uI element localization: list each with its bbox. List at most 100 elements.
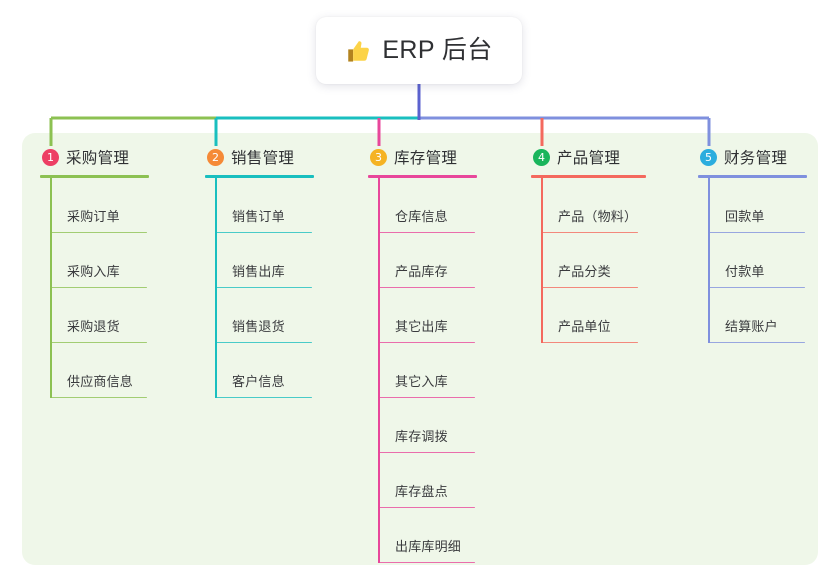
list-item[interactable]: 付款单 xyxy=(698,233,807,288)
list-item-underline xyxy=(378,561,475,563)
list-item[interactable]: 供应商信息 xyxy=(40,343,149,398)
column-1: 1 采购管理采购订单采购入库采购退货供应商信息 xyxy=(40,145,149,398)
column-title: 产品管理 xyxy=(557,150,621,167)
list-item-label: 销售退货 xyxy=(232,319,285,334)
list-item[interactable]: 其它入库 xyxy=(368,343,477,398)
list-item-underline xyxy=(215,341,312,343)
list-item[interactable]: 采购退货 xyxy=(40,288,149,343)
list-item-label: 销售订单 xyxy=(232,209,285,224)
list-item-label: 供应商信息 xyxy=(67,374,134,389)
column-spine-line xyxy=(541,178,543,343)
list-item-underline xyxy=(215,396,312,398)
column-items: 采购订单采购入库采购退货供应商信息 xyxy=(40,178,149,398)
column-title: 销售管理 xyxy=(231,150,295,167)
list-item-underline xyxy=(50,286,147,288)
column-spine-line xyxy=(215,178,217,398)
column-number-badge: 2 xyxy=(207,148,224,166)
column-spine-line xyxy=(378,178,380,563)
list-item[interactable]: 回款单 xyxy=(698,178,807,233)
column-spine-line xyxy=(50,178,52,398)
root-node-title: ERP 后台 xyxy=(382,36,493,64)
list-item[interactable]: 采购订单 xyxy=(40,178,149,233)
list-item[interactable]: 产品库存 xyxy=(368,233,477,288)
column-items: 回款单付款单结算账户 xyxy=(698,178,807,343)
column-3: 3 库存管理仓库信息产品库存其它出库其它入库库存调拨库存盘点出库库明细 xyxy=(368,145,477,563)
column-title: 财务管理 xyxy=(724,150,788,167)
list-item-underline xyxy=(378,231,475,233)
list-item[interactable]: 销售出库 xyxy=(205,233,314,288)
list-item-underline xyxy=(541,341,638,343)
list-item-underline xyxy=(541,286,638,288)
list-item[interactable]: 产品（物料） xyxy=(531,178,646,233)
column-number-badge: 4 xyxy=(533,148,550,166)
list-item-label: 销售出库 xyxy=(232,264,285,279)
column-number-badge: 3 xyxy=(370,148,387,166)
list-item-underline xyxy=(378,451,475,453)
column-title: 采购管理 xyxy=(66,150,130,167)
list-item[interactable]: 其它出库 xyxy=(368,288,477,343)
list-item-underline xyxy=(215,231,312,233)
list-item-underline xyxy=(708,286,805,288)
list-item[interactable]: 出库库明细 xyxy=(368,508,477,563)
column-2: 2 销售管理销售订单销售出库销售退货客户信息 xyxy=(205,145,314,398)
list-item-label: 库存调拨 xyxy=(395,429,448,444)
column-header-1[interactable]: 1 采购管理 xyxy=(40,145,149,169)
list-item-underline xyxy=(50,231,147,233)
list-item-underline xyxy=(215,286,312,288)
column-spine-line xyxy=(708,178,710,343)
list-item[interactable]: 产品分类 xyxy=(531,233,646,288)
list-item-label: 产品库存 xyxy=(395,264,448,279)
list-item-label: 采购入库 xyxy=(67,264,120,279)
list-item-label: 采购退货 xyxy=(67,319,120,334)
column-header-underline xyxy=(698,175,807,178)
column-items: 销售订单销售出库销售退货客户信息 xyxy=(205,178,314,398)
list-item[interactable]: 结算账户 xyxy=(698,288,807,343)
column-number-badge: 1 xyxy=(42,148,59,166)
list-item[interactable]: 仓库信息 xyxy=(368,178,477,233)
root-node-content: ERP 后台 xyxy=(345,38,492,64)
diagram-background-panel xyxy=(22,133,818,565)
column-5: 5 财务管理回款单付款单结算账户 xyxy=(698,145,807,343)
list-item-underline xyxy=(708,341,805,343)
list-item[interactable]: 采购入库 xyxy=(40,233,149,288)
list-item-underline xyxy=(378,506,475,508)
column-number-badge: 5 xyxy=(700,148,717,166)
list-item[interactable]: 库存盘点 xyxy=(368,453,477,508)
list-item-label: 其它入库 xyxy=(395,374,448,389)
list-item-label: 采购订单 xyxy=(67,209,120,224)
column-header-5[interactable]: 5 财务管理 xyxy=(698,145,807,169)
list-item-underline xyxy=(378,396,475,398)
list-item[interactable]: 销售退货 xyxy=(205,288,314,343)
root-node-card[interactable]: ERP 后台 xyxy=(316,17,522,84)
column-header-underline xyxy=(205,175,314,178)
column-header-underline xyxy=(368,175,477,178)
list-item-label: 付款单 xyxy=(725,264,765,279)
list-item-underline xyxy=(541,231,638,233)
list-item-underline xyxy=(50,396,147,398)
column-header-2[interactable]: 2 销售管理 xyxy=(205,145,314,169)
list-item[interactable]: 库存调拨 xyxy=(368,398,477,453)
column-4: 4 产品管理产品（物料） 产品分类产品单位 xyxy=(531,145,646,343)
list-item-label: 仓库信息 xyxy=(395,209,448,224)
column-items: 产品（物料） 产品分类产品单位 xyxy=(531,178,646,343)
list-item[interactable]: 销售订单 xyxy=(205,178,314,233)
list-item-underline xyxy=(50,341,147,343)
list-item-label: 客户信息 xyxy=(232,374,285,389)
column-title: 库存管理 xyxy=(394,150,458,167)
thumbs-up-icon xyxy=(348,40,370,62)
column-header-underline xyxy=(531,175,646,178)
list-item-label: 结算账户 xyxy=(725,319,778,334)
list-item-label: 产品（物料） xyxy=(558,209,638,224)
list-item-underline xyxy=(378,286,475,288)
list-item-underline xyxy=(378,341,475,343)
column-header-4[interactable]: 4 产品管理 xyxy=(531,145,646,169)
list-item-underline xyxy=(708,231,805,233)
list-item-label: 产品分类 xyxy=(558,264,611,279)
list-item[interactable]: 客户信息 xyxy=(205,343,314,398)
column-header-3[interactable]: 3 库存管理 xyxy=(368,145,477,169)
column-items: 仓库信息产品库存其它出库其它入库库存调拨库存盘点出库库明细 xyxy=(368,178,477,563)
list-item[interactable]: 产品单位 xyxy=(531,288,646,343)
list-item-label: 库存盘点 xyxy=(395,484,448,499)
